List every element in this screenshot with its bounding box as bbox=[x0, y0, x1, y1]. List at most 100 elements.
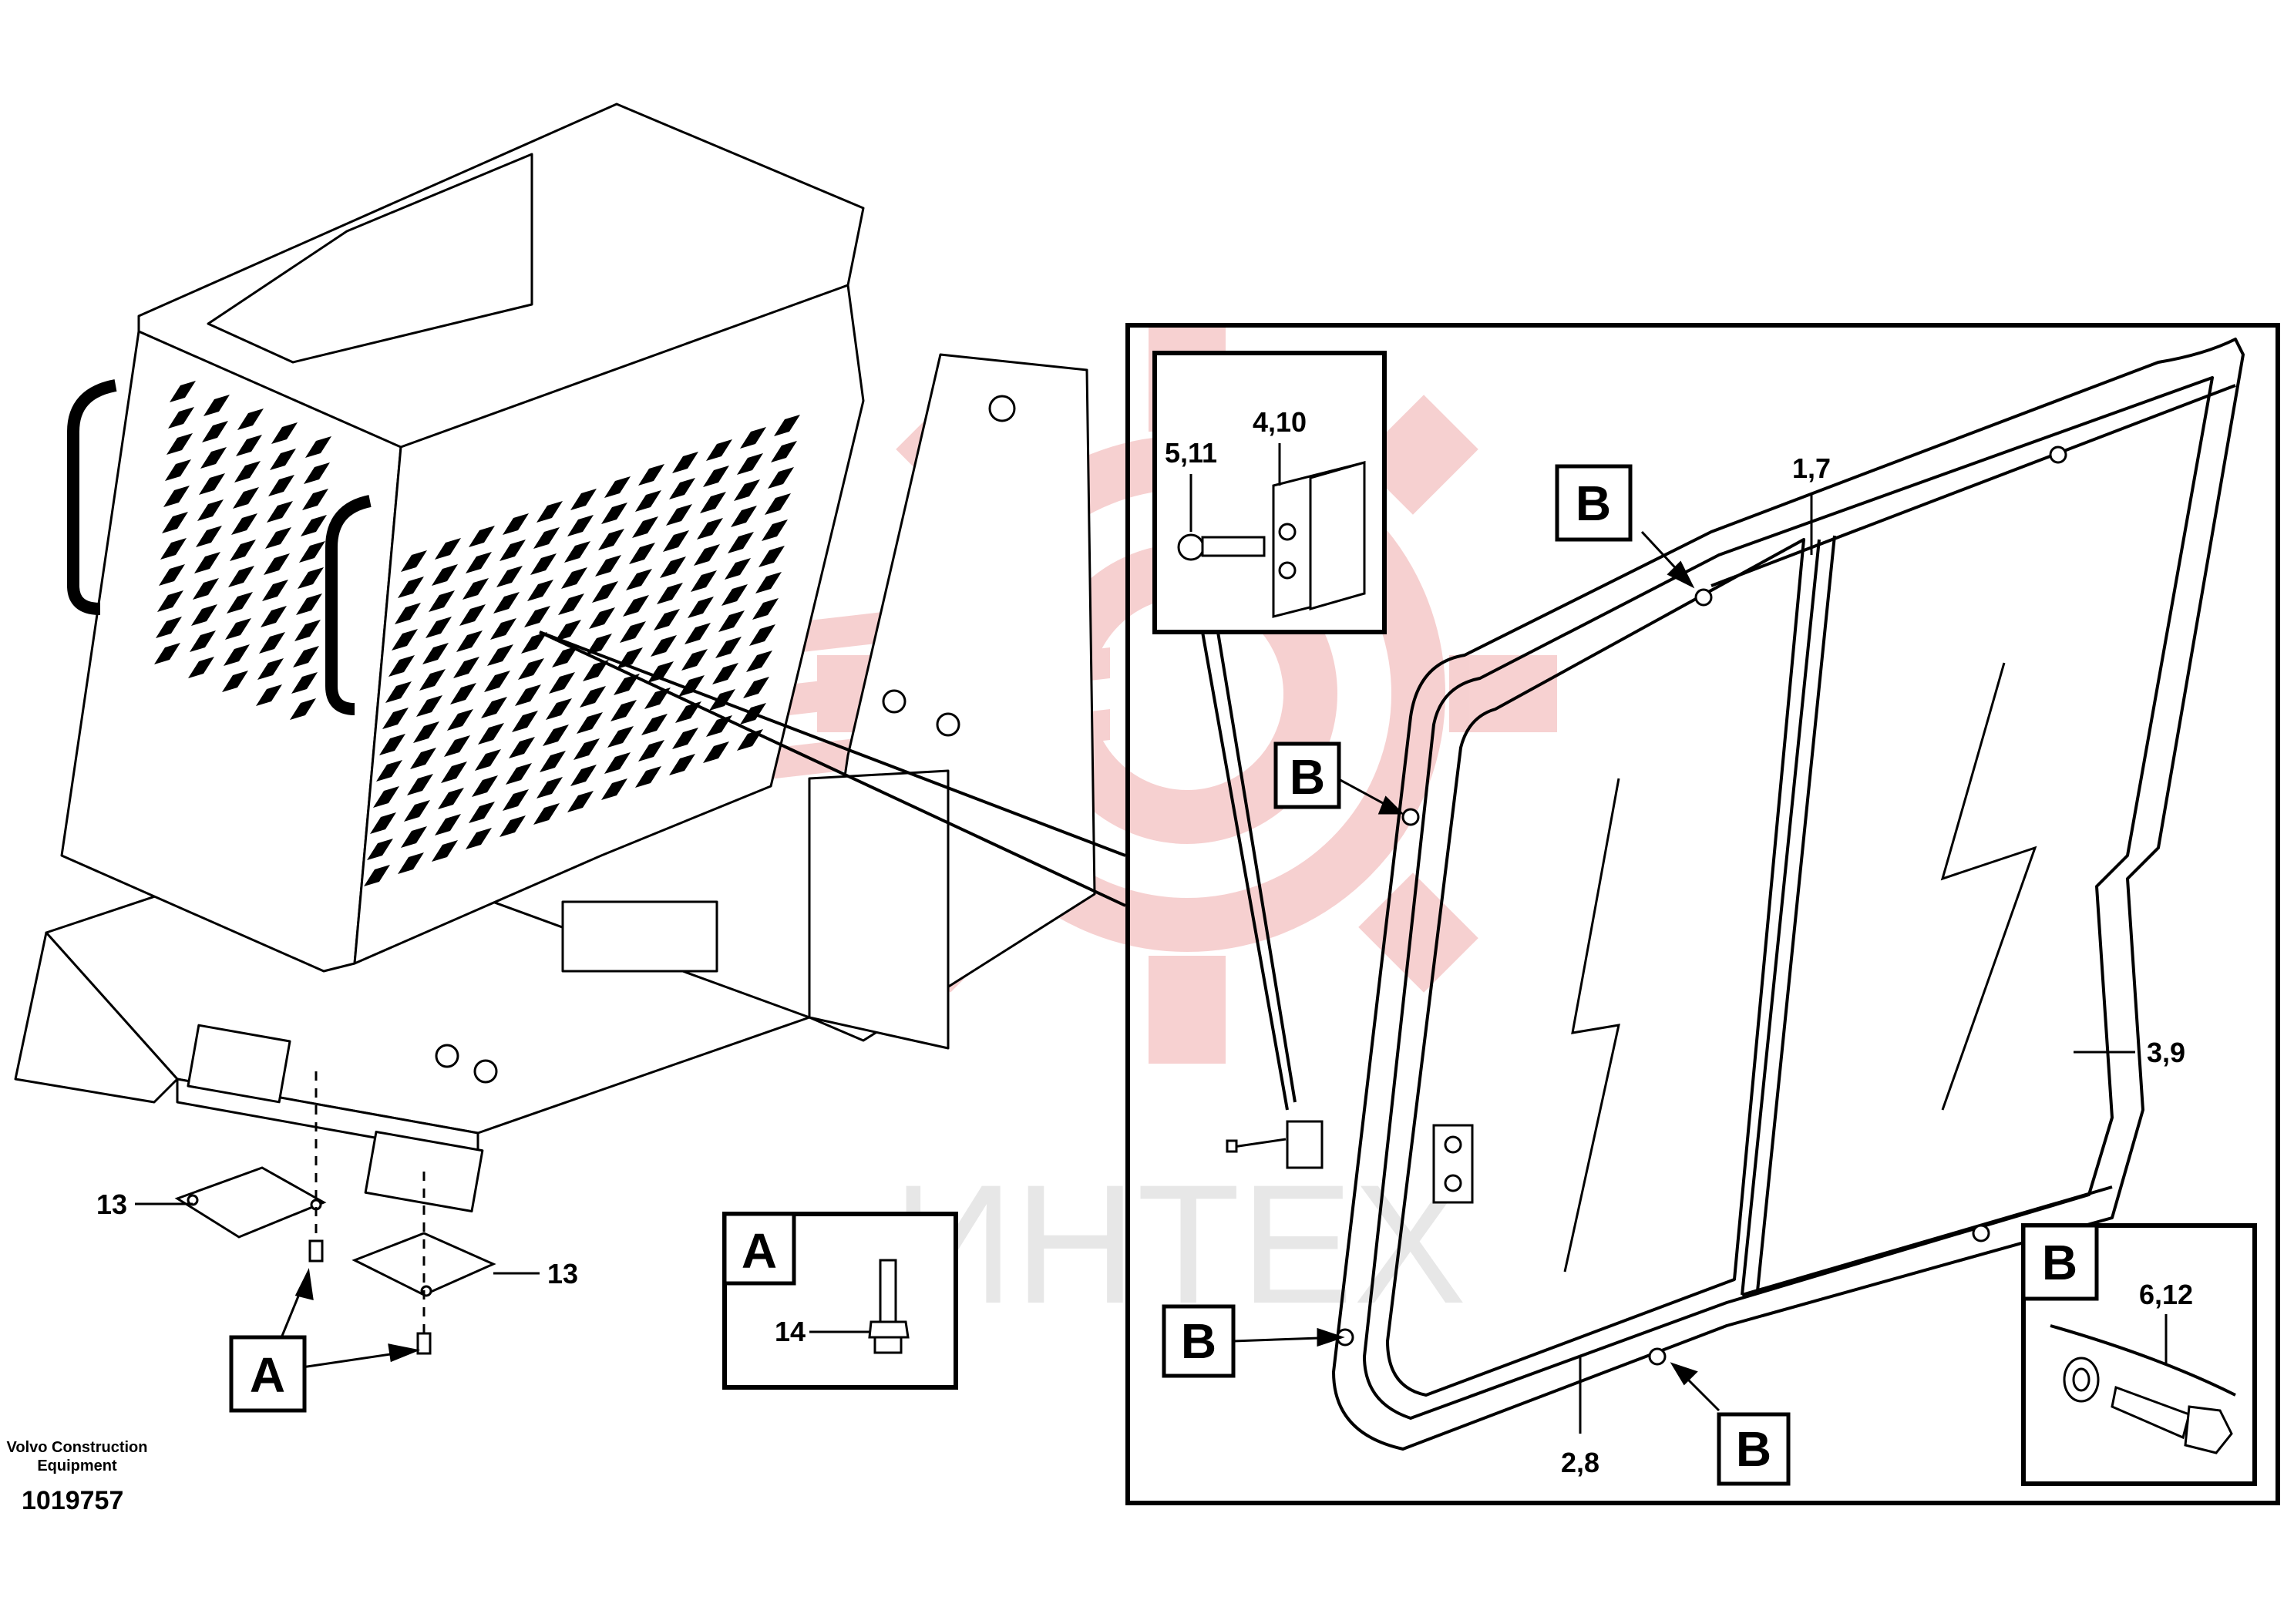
mesh-opening bbox=[165, 459, 191, 481]
label-3-9: 3,9 bbox=[2147, 1037, 2185, 1068]
mesh-opening bbox=[752, 598, 779, 620]
mesh-opening bbox=[432, 840, 458, 862]
mesh-opening bbox=[407, 774, 433, 795]
mesh-opening bbox=[261, 606, 287, 627]
mesh-opening bbox=[441, 762, 467, 783]
mesh-opening bbox=[552, 646, 578, 667]
callout-b-low: B bbox=[1162, 1304, 1236, 1378]
mesh-opening bbox=[749, 624, 775, 646]
mesh-opening bbox=[230, 540, 256, 561]
electric-box bbox=[561, 900, 718, 973]
mesh-opening bbox=[168, 407, 194, 429]
mesh-opening bbox=[271, 422, 298, 444]
window-top-rail bbox=[1710, 384, 2236, 587]
mesh-opening bbox=[678, 675, 705, 697]
detail-b-box: B 6,12 bbox=[2021, 1223, 2257, 1486]
mesh-opening bbox=[675, 701, 701, 723]
mesh-opening bbox=[259, 632, 285, 654]
mesh-opening bbox=[298, 567, 324, 589]
mesh-opening bbox=[224, 644, 250, 666]
label-2-8: 2,8 bbox=[1561, 1447, 1599, 1478]
mesh-opening bbox=[426, 617, 452, 638]
side-guard-mesh bbox=[154, 381, 331, 720]
mesh-opening bbox=[466, 828, 492, 849]
mesh-opening bbox=[234, 461, 261, 482]
mesh-opening bbox=[257, 658, 284, 680]
mesh-opening bbox=[561, 567, 587, 589]
mesh-opening bbox=[734, 479, 760, 501]
mesh-opening bbox=[648, 661, 674, 683]
footer-brand: Volvo Construction Equipment bbox=[0, 1438, 154, 1475]
mesh-opening bbox=[475, 749, 501, 771]
mesh-opening bbox=[294, 620, 321, 641]
cab-frame-drawing bbox=[14, 103, 1096, 1213]
mesh-opening bbox=[546, 698, 572, 720]
grab-handle-left bbox=[67, 379, 117, 615]
mesh-opening bbox=[236, 435, 262, 456]
detail-a-box: A 14 bbox=[722, 1212, 958, 1390]
detail-b-surface bbox=[2050, 1324, 2236, 1397]
mesh-opening bbox=[740, 427, 766, 449]
mesh-opening bbox=[237, 409, 264, 430]
mesh-opening bbox=[598, 529, 624, 550]
mesh-opening bbox=[641, 714, 668, 735]
mesh-opening bbox=[660, 556, 686, 578]
mesh-opening bbox=[199, 473, 225, 495]
mesh-opening bbox=[567, 791, 594, 812]
mesh-opening bbox=[722, 584, 748, 606]
mesh-opening bbox=[429, 590, 455, 612]
mesh-opening bbox=[570, 489, 597, 510]
clip-screw-icon bbox=[1177, 533, 1266, 561]
callout-a-main-letter: A bbox=[250, 1347, 285, 1403]
mesh-opening bbox=[197, 499, 224, 521]
part-13-plates bbox=[174, 1071, 496, 1355]
mesh-opening bbox=[382, 708, 409, 729]
detail-clip-box: 4,10 5,11 bbox=[1152, 351, 1387, 1111]
floor-bolt-1 bbox=[435, 1044, 459, 1068]
mesh-opening bbox=[623, 595, 649, 617]
grab-handle-right bbox=[325, 495, 372, 715]
mesh-opening bbox=[718, 610, 745, 632]
mesh-opening bbox=[401, 550, 427, 572]
mesh-opening bbox=[262, 580, 288, 601]
mesh-opening bbox=[459, 604, 486, 626]
mesh-opening bbox=[299, 541, 325, 563]
mesh-opening bbox=[765, 493, 791, 515]
mesh-opening bbox=[398, 577, 424, 598]
mesh-opening bbox=[204, 395, 230, 416]
mesh-opening bbox=[291, 672, 318, 694]
callout-b-bottom: B bbox=[1717, 1412, 1791, 1486]
side-guard-left bbox=[60, 330, 402, 973]
mesh-opening bbox=[669, 754, 695, 775]
mesh-opening bbox=[536, 501, 563, 523]
mesh-opening bbox=[472, 775, 498, 797]
post-bolt-3 bbox=[936, 712, 960, 737]
mesh-opening bbox=[290, 698, 316, 720]
mesh-opening bbox=[518, 658, 544, 680]
mesh-opening bbox=[267, 501, 293, 523]
mesh-opening bbox=[728, 532, 754, 553]
mesh-opening bbox=[490, 618, 516, 640]
window-divider bbox=[1741, 539, 1821, 1296]
mesh-opening bbox=[388, 655, 415, 677]
mesh-opening bbox=[681, 649, 708, 671]
mesh-opening bbox=[610, 700, 637, 721]
mesh-opening bbox=[703, 466, 729, 487]
mesh-opening bbox=[583, 660, 609, 681]
mesh-opening bbox=[422, 643, 449, 664]
mesh-opening bbox=[712, 663, 738, 684]
mesh-opening bbox=[709, 689, 735, 711]
mesh-opening bbox=[233, 487, 259, 509]
mesh-opening bbox=[577, 712, 603, 734]
mesh-opening bbox=[669, 478, 695, 499]
mesh-opening bbox=[694, 544, 720, 566]
mesh-opening bbox=[731, 506, 757, 527]
mesh-opening bbox=[697, 518, 723, 540]
mesh-opening bbox=[500, 540, 526, 561]
label-13-right: 13 bbox=[547, 1258, 578, 1289]
mesh-opening bbox=[478, 723, 504, 745]
window-inner-frame bbox=[1363, 376, 2214, 1420]
mesh-opening bbox=[503, 513, 529, 535]
